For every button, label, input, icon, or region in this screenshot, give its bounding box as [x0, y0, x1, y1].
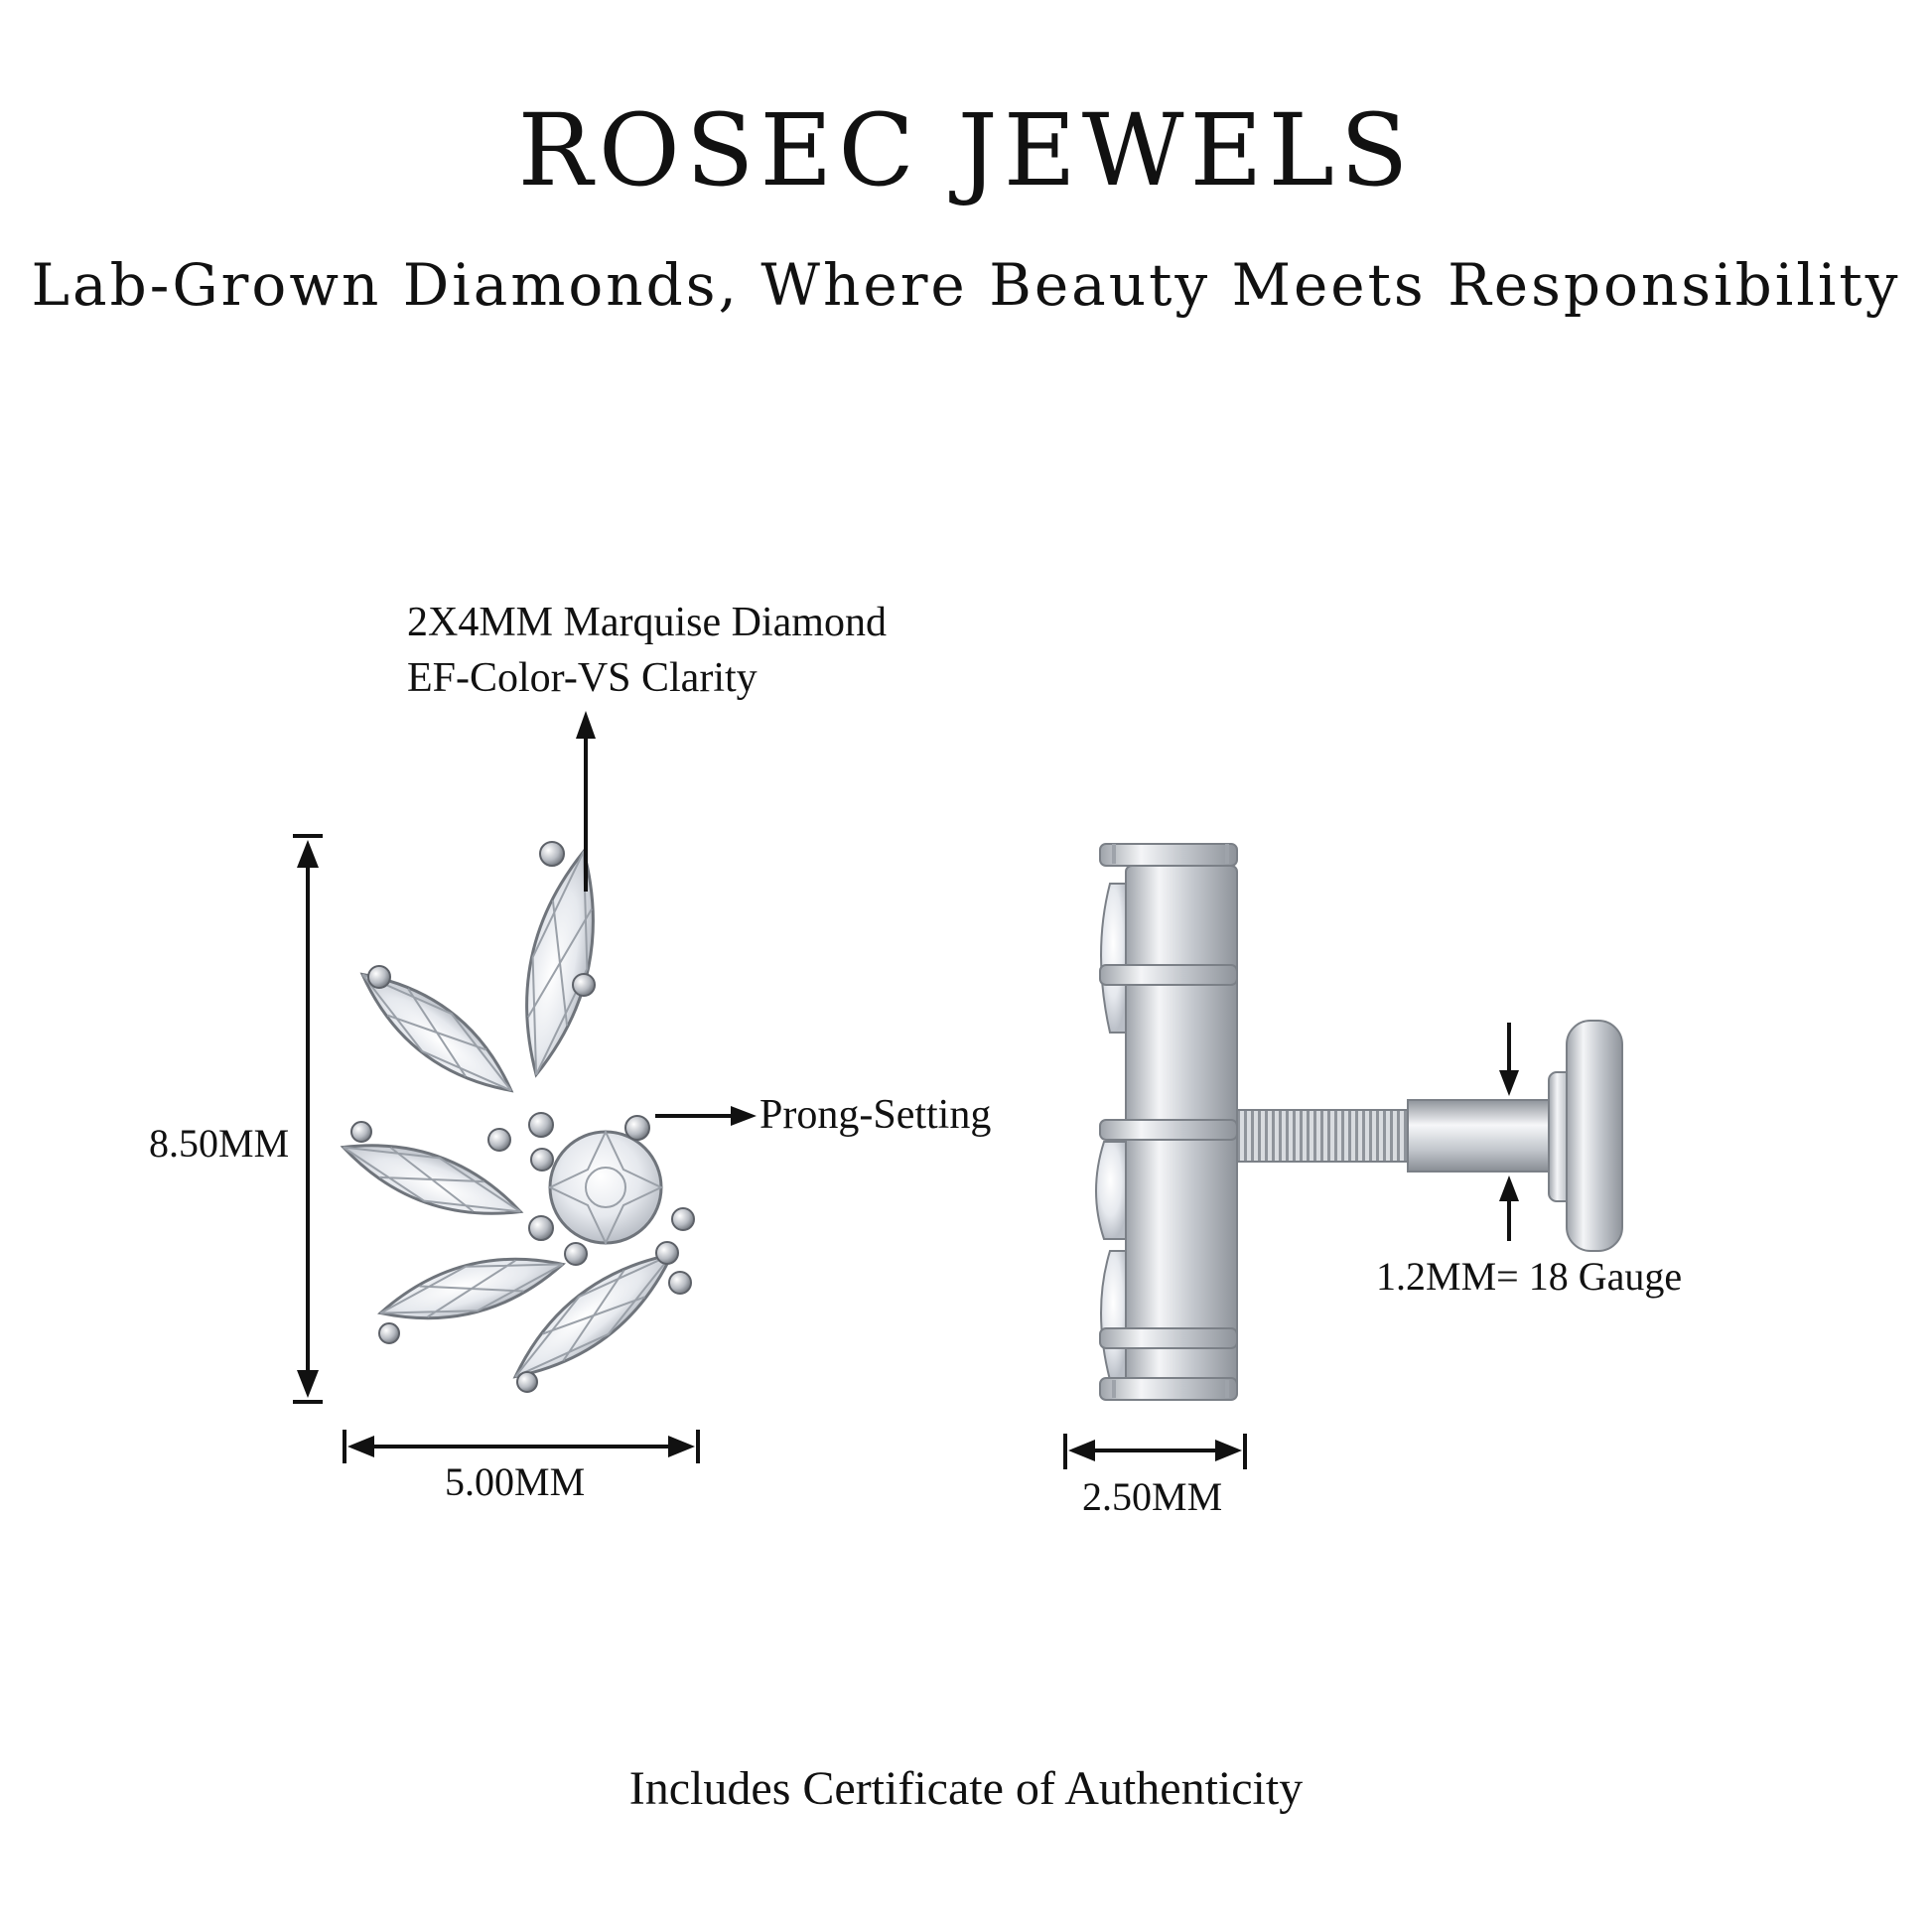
stone-spec-arrow	[576, 711, 596, 892]
prong-setting-arrow	[655, 1106, 757, 1126]
stone-grade-label: EF-Color-VS Clarity	[407, 655, 758, 701]
height-label: 8.50MM	[149, 1121, 290, 1166]
certificate-note: Includes Certificate of Authenticity	[628, 1762, 1304, 1815]
height-dimension	[293, 834, 323, 1404]
front-view	[340, 841, 695, 1393]
gauge-label: 1.2MM= 18 Gauge	[1376, 1254, 1683, 1299]
brand-title: ROSEC JEWELS	[517, 92, 1415, 208]
width-label: 5.00MM	[445, 1459, 586, 1504]
round-stone	[547, 1129, 664, 1246]
marquise-stone-lower-left	[377, 1257, 566, 1320]
side-view	[1095, 843, 1623, 1401]
tagline: Lab-Grown Diamonds, Where Beauty Meets R…	[31, 251, 1901, 319]
marquise-stone-upper-left	[359, 972, 514, 1093]
stone-size-label: 2X4MM Marquise Diamond	[407, 600, 887, 645]
marquise-stone-middle-left	[340, 1144, 524, 1215]
gauge-dimension	[1499, 1023, 1519, 1241]
depth-dimension	[1063, 1434, 1247, 1469]
depth-label: 2.50MM	[1082, 1474, 1223, 1519]
prong-set	[350, 841, 695, 1393]
width-dimension	[343, 1430, 700, 1463]
prong-setting-label: Prong-Setting	[759, 1092, 992, 1138]
marquise-stone-top	[525, 848, 595, 1078]
